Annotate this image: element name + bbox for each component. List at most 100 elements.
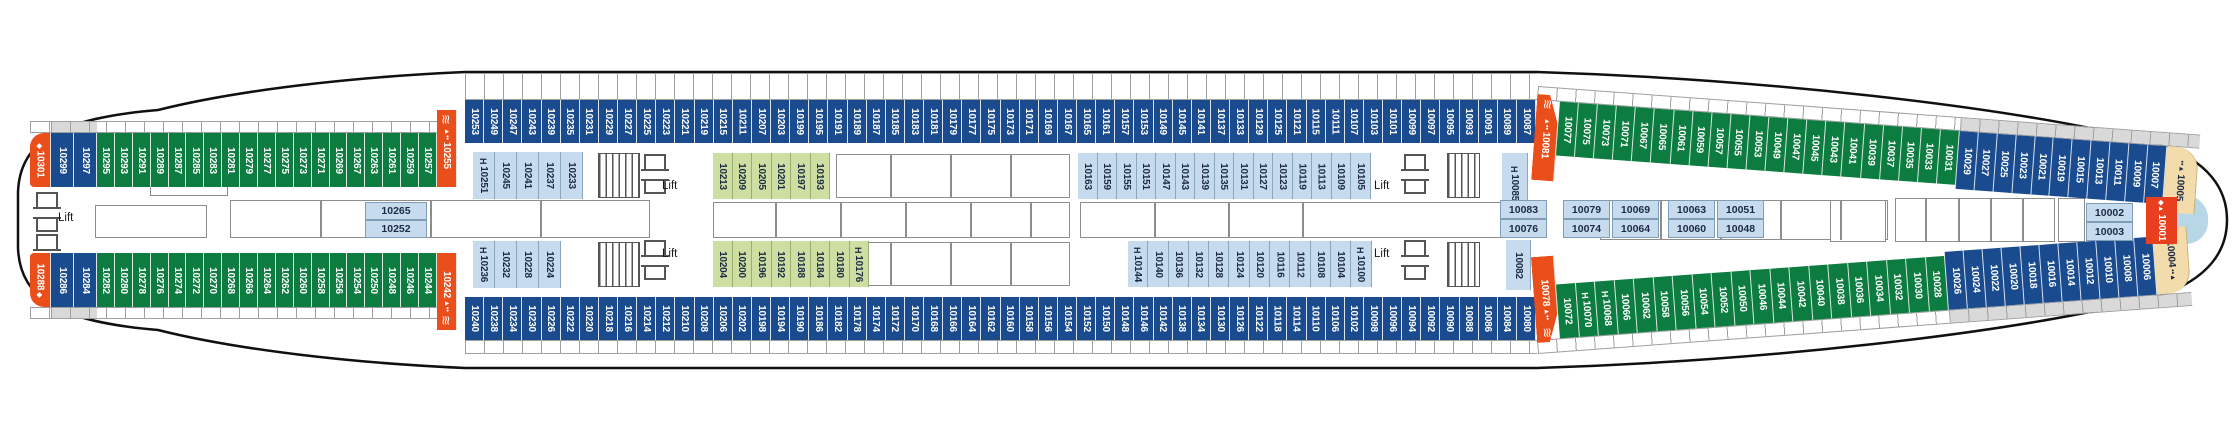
cabin-10211[interactable]: 10211 <box>732 100 752 143</box>
cabin-10181[interactable]: 10181 <box>924 100 944 143</box>
cabin-10151[interactable]: 10151 <box>1136 153 1156 199</box>
cabin-10293[interactable]: 10293 <box>114 133 133 187</box>
cabin-10204[interactable]: 10204 <box>713 241 733 287</box>
cabin-10178[interactable]: 10178 <box>847 297 867 340</box>
cabin-10197[interactable]: 10197 <box>791 153 811 199</box>
cabin-10102[interactable]: 10102 <box>1344 297 1364 340</box>
cabin-10111[interactable]: 10111 <box>1325 100 1345 143</box>
cabin-10233[interactable]: 10233 <box>561 152 583 199</box>
cabin-10281[interactable]: 10281 <box>222 133 241 187</box>
cabin-10295[interactable]: 10295 <box>97 133 115 187</box>
cabin-10080[interactable]: 10080 <box>1516 297 1536 340</box>
cabin-10170[interactable]: 10170 <box>904 297 924 340</box>
cabin-10096[interactable]: 10096 <box>1383 297 1403 340</box>
cabin-10191[interactable]: 10191 <box>828 100 848 143</box>
cabin-10269[interactable]: 10269 <box>329 133 348 187</box>
cabin-10218[interactable]: 10218 <box>598 297 618 340</box>
cabin-10138[interactable]: 10138 <box>1172 297 1192 340</box>
cabin-10264[interactable]: 10264 <box>258 253 276 307</box>
cabin-10069[interactable]: 10069 <box>1612 200 1659 219</box>
cabin-10285[interactable]: 10285 <box>186 133 205 187</box>
lift-icon[interactable] <box>641 154 669 194</box>
cabin-10159[interactable]: 10159 <box>1097 153 1117 199</box>
cabin-10209[interactable]: 10209 <box>732 153 752 199</box>
cabin-10286[interactable]: 10286 <box>51 253 74 307</box>
cabin-10142[interactable]: 10142 <box>1153 297 1173 340</box>
cabin-10182[interactable]: 10182 <box>828 297 848 340</box>
cabin-10147[interactable]: 10147 <box>1156 153 1176 199</box>
cabin-10177[interactable]: 10177 <box>962 100 982 143</box>
cabin-10280[interactable]: 10280 <box>114 253 133 307</box>
cabin-10283[interactable]: 10283 <box>204 133 223 187</box>
cabin-10156[interactable]: 10156 <box>1038 297 1058 340</box>
cabin-10082[interactable]: 10082 <box>1506 240 1531 290</box>
cabin-10254[interactable]: 10254 <box>347 253 366 307</box>
cabin-10231[interactable]: 10231 <box>579 100 599 143</box>
cabin-10064[interactable]: 10064 <box>1612 219 1659 238</box>
cabin-10246[interactable]: 10246 <box>401 253 420 307</box>
cabin-10169[interactable]: 10169 <box>1038 100 1058 143</box>
cabin-10166[interactable]: 10166 <box>943 297 963 340</box>
cabin-10213[interactable]: 10213 <box>713 153 733 199</box>
cabin-10063[interactable]: 10063 <box>1668 200 1715 219</box>
cabin-10051[interactable]: 10051 <box>1717 200 1764 219</box>
cabin-10193[interactable]: 10193 <box>810 153 830 199</box>
cabin-10212[interactable]: 10212 <box>656 297 676 340</box>
cabin-10118[interactable]: 10118 <box>1268 297 1288 340</box>
cabin-10175[interactable]: 10175 <box>981 100 1001 143</box>
cabin-10299[interactable]: 10299 <box>51 133 74 187</box>
cabin-10239[interactable]: 10239 <box>541 100 561 143</box>
cabin-10131[interactable]: 10131 <box>1234 153 1254 199</box>
cabin-10243[interactable]: 10243 <box>522 100 542 143</box>
cabin-10186[interactable]: 10186 <box>809 297 829 340</box>
cabin-10003[interactable]: 10003 <box>2086 222 2133 241</box>
cabin-10165[interactable]: 10165 <box>1077 100 1097 143</box>
cabin-10110[interactable]: 10110 <box>1306 297 1326 340</box>
cabin-10162[interactable]: 10162 <box>981 297 1001 340</box>
cabin-10158[interactable]: 10158 <box>1019 297 1039 340</box>
cabin-10119[interactable]: 10119 <box>1292 153 1312 199</box>
cabin-10098[interactable]: 10098 <box>1363 297 1383 340</box>
cabin-10276[interactable]: 10276 <box>150 253 169 307</box>
cabin-10090[interactable]: 10090 <box>1440 297 1460 340</box>
cabin-10148[interactable]: 10148 <box>1115 297 1135 340</box>
cabin-10256[interactable]: 10256 <box>329 253 348 307</box>
cabin-10167[interactable]: 10167 <box>1057 100 1077 143</box>
cabin-10282[interactable]: 10282 <box>97 253 115 307</box>
cabin-10123[interactable]: 10123 <box>1273 153 1293 199</box>
cabin-10272[interactable]: 10272 <box>186 253 205 307</box>
cabin-10187[interactable]: 10187 <box>866 100 886 143</box>
cabin-10091[interactable]: 10091 <box>1478 100 1498 143</box>
cabin-10083[interactable]: 10083 <box>1500 200 1547 219</box>
cabin-10208[interactable]: 10208 <box>694 297 714 340</box>
cabin-10137[interactable]: 10137 <box>1210 100 1230 143</box>
cabin-10201[interactable]: 10201 <box>771 153 791 199</box>
cabin-10221[interactable]: 10221 <box>675 100 695 143</box>
cabin-10180[interactable]: 10180 <box>830 241 850 287</box>
cabin-10093[interactable]: 10093 <box>1459 100 1479 143</box>
cabin-10130[interactable]: 10130 <box>1210 297 1230 340</box>
cabin-10108[interactable]: 10108 <box>1310 241 1331 287</box>
cabin-10273[interactable]: 10273 <box>293 133 312 187</box>
cabin-10184[interactable]: 10184 <box>810 241 830 287</box>
cabin-10128[interactable]: 10128 <box>1209 241 1230 287</box>
cabin-10248[interactable]: 10248 <box>383 253 402 307</box>
cabin-10215[interactable]: 10215 <box>713 100 733 143</box>
cabin-10195[interactable]: 10195 <box>809 100 829 143</box>
cabin-10203[interactable]: 10203 <box>771 100 791 143</box>
cabin-10232[interactable]: 10232 <box>495 241 517 288</box>
cabin-10121[interactable]: 10121 <box>1287 100 1307 143</box>
cabin-10164[interactable]: 10164 <box>962 297 982 340</box>
cabin-10092[interactable]: 10092 <box>1421 297 1441 340</box>
cabin-10262[interactable]: 10262 <box>275 253 294 307</box>
cabin-10202[interactable]: 10202 <box>732 297 752 340</box>
lift-icon[interactable] <box>1401 154 1429 194</box>
cabin-10226[interactable]: 10226 <box>541 297 561 340</box>
cabin-10263[interactable]: 10263 <box>365 133 384 187</box>
cabin-10188[interactable]: 10188 <box>791 241 811 287</box>
cabin-10157[interactable]: 10157 <box>1115 100 1135 143</box>
cabin-10109[interactable]: 10109 <box>1331 153 1351 199</box>
